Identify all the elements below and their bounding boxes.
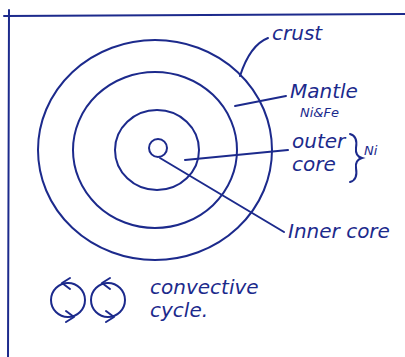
arrowhead: [62, 278, 70, 289]
frame-line: [8, 10, 9, 357]
arrowhead: [102, 278, 110, 289]
leader-line: [235, 96, 286, 106]
caption-note: convective cycle.: [150, 276, 278, 322]
leader-line: [185, 150, 288, 160]
frame-line: [4, 14, 405, 16]
layer-label: crust: [272, 22, 352, 45]
arrowhead: [66, 311, 74, 322]
bracket: [350, 134, 362, 182]
leader-line: [160, 158, 284, 232]
layer-label: Mantle: [290, 80, 380, 103]
crust-circle: [38, 40, 272, 260]
leader-line: [240, 38, 268, 76]
outer-core-circle: [115, 110, 199, 190]
layer-label: outer core: [292, 130, 350, 176]
composition-note: Ni: [364, 144, 398, 159]
layer-label: Inner core: [288, 220, 400, 243]
inner-core-circle: [149, 139, 167, 157]
mantle-circle: [73, 72, 237, 228]
composition-note: Ni&Fe: [300, 106, 380, 121]
arrowhead: [106, 311, 114, 322]
